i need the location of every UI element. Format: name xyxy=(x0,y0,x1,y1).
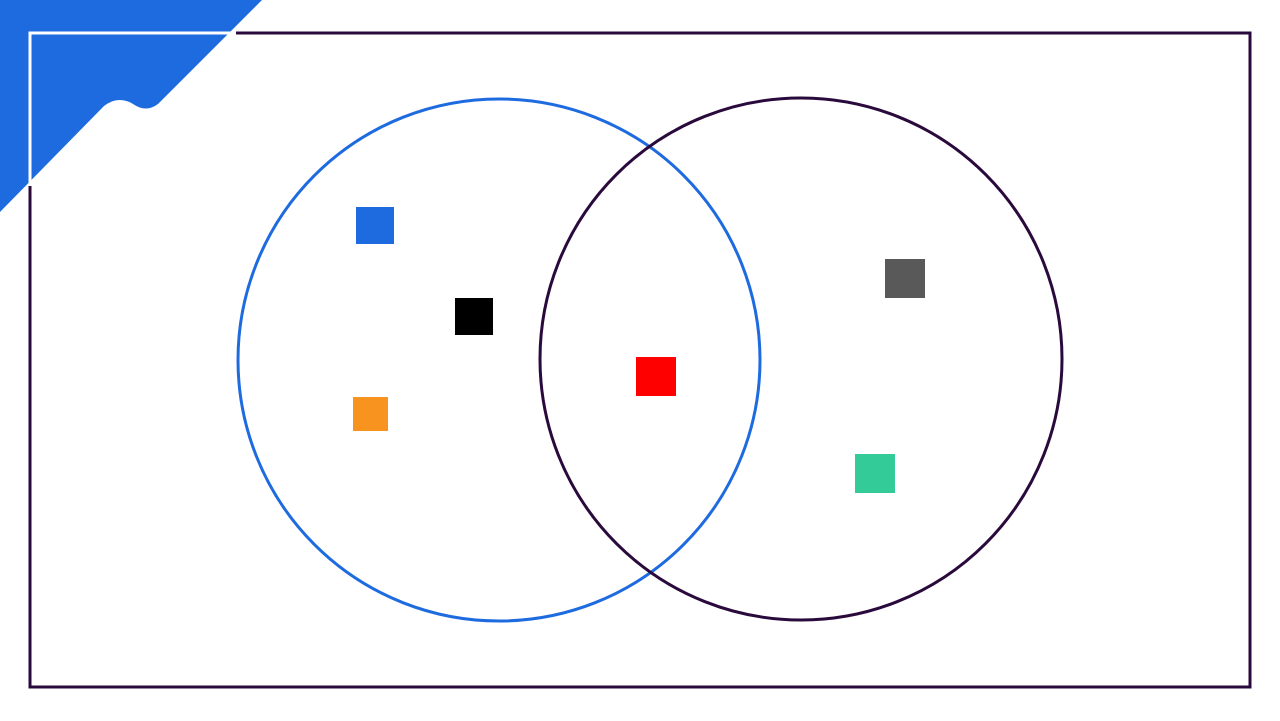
venn-item-gray-square xyxy=(885,259,925,298)
venn-item-green-square xyxy=(855,454,895,493)
venn-item-blue-square xyxy=(356,207,394,244)
venn-item-red-square xyxy=(636,357,676,396)
venn-set-left xyxy=(236,97,762,623)
corner-banner-icon xyxy=(0,0,262,212)
corner-banner-inner-line xyxy=(28,31,236,186)
venn-item-orange-square xyxy=(353,397,388,431)
diagram-frame xyxy=(28,31,1252,689)
venn-set-right xyxy=(538,96,1064,622)
venn-item-black-square xyxy=(455,298,493,335)
corner-banner-shape xyxy=(0,0,262,212)
